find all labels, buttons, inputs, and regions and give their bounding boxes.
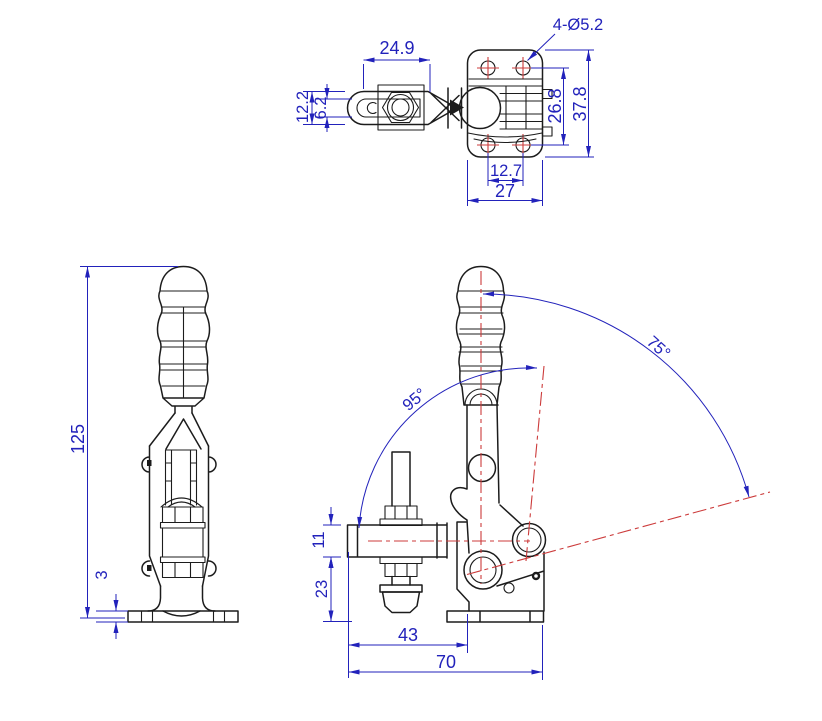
dim-hole-pitch-x: 12.7 xyxy=(487,153,524,186)
side-bracket-hole xyxy=(503,582,515,594)
side-centerlines xyxy=(368,271,771,584)
dim-overall-height: 125 xyxy=(68,266,178,619)
dim-label: 70 xyxy=(436,652,456,672)
dim-open-angle: 95° xyxy=(357,365,538,529)
dim-slot-width: 6.2 xyxy=(312,84,352,132)
side-base xyxy=(446,610,545,623)
front-fork xyxy=(148,412,210,450)
side-pivot-hole-lower xyxy=(469,556,497,584)
front-washer-upper xyxy=(159,521,206,529)
side-handle-outline xyxy=(455,265,506,406)
dim-label: 43 xyxy=(398,625,418,645)
front-pin-upper xyxy=(147,460,152,466)
top-spindle-boss xyxy=(458,86,502,130)
top-pin-upper xyxy=(541,88,553,100)
front-block xyxy=(161,527,204,558)
side-nut-lower xyxy=(384,562,418,578)
dim-label: 6.2 xyxy=(312,97,330,120)
front-inner-rails xyxy=(160,449,203,508)
side-bracket xyxy=(456,521,545,612)
dim-holes-note: 4-Ø5.2 xyxy=(527,16,603,61)
dim-label: 75° xyxy=(643,333,674,363)
front-frame xyxy=(141,445,217,587)
front-foot xyxy=(147,585,216,617)
front-hex-nut-upper xyxy=(161,506,204,524)
centerline-released-position xyxy=(466,491,771,576)
hole-centermarks xyxy=(477,57,534,156)
dim-base-thickness: 3 xyxy=(93,570,128,639)
side-bracket-ring-center xyxy=(534,574,538,578)
dim-label: 125 xyxy=(68,424,88,454)
top-linkage-lines xyxy=(467,78,543,144)
top-view-dimensions: 24.9 4-Ø5.2 12.2 6.2 26.8 37.8 xyxy=(294,16,603,206)
dim-base-depth: 37.8 xyxy=(545,49,594,158)
hex-nut xyxy=(381,91,420,124)
top-pin-lower xyxy=(541,126,553,137)
side-nut-upper xyxy=(384,505,418,520)
side-spindle xyxy=(379,451,423,614)
side-rubber-tip xyxy=(381,591,421,614)
front-view-dimensions: 125 3 xyxy=(68,266,178,639)
nut-circle-outer xyxy=(386,93,415,122)
dim-label: 3 xyxy=(93,570,111,579)
dim-reach: 43 xyxy=(348,552,468,678)
top-nut-plate xyxy=(377,84,425,131)
dim-bar-to-base: 23 xyxy=(313,556,352,622)
front-flange xyxy=(127,610,239,623)
dim-bar-height: 11 xyxy=(310,507,341,575)
dim-bar-width: 12.2 xyxy=(294,91,345,125)
front-handle-rings xyxy=(159,290,208,399)
dim-label: 11 xyxy=(310,531,328,548)
dim-label: 23 xyxy=(313,580,331,598)
dim-label: 4-Ø5.2 xyxy=(553,16,603,34)
top-handle-slot xyxy=(356,98,421,118)
dim-travel-angle: 75° xyxy=(482,291,750,498)
front-flange-plate xyxy=(127,610,239,623)
dim-label: 37.8 xyxy=(570,86,590,121)
front-hex-nut-lower xyxy=(161,561,204,579)
side-lever-hole xyxy=(467,453,497,483)
dim-hole-pitch-y: 26.8 xyxy=(531,67,569,146)
dim-base-width: 27 xyxy=(467,160,543,206)
side-lever xyxy=(449,404,524,554)
nut-plate-outline xyxy=(377,84,425,131)
dim-label: 26.8 xyxy=(545,88,565,123)
dim-label: 27 xyxy=(495,181,515,201)
centerline-open-position xyxy=(525,365,545,562)
dim-label: 95° xyxy=(399,385,430,415)
dim-label: 12.2 xyxy=(294,91,312,123)
front-washer-lower xyxy=(159,556,206,564)
dim-label: 12.7 xyxy=(490,162,522,180)
front-pin-lower xyxy=(147,565,152,571)
top-view xyxy=(346,49,553,158)
front-screw-stack xyxy=(159,506,206,579)
side-washer-lower xyxy=(379,556,423,565)
side-view xyxy=(346,265,771,623)
dim-label: 24.9 xyxy=(379,38,414,58)
side-tip-plate xyxy=(379,584,423,593)
nut-circle-inner xyxy=(391,98,410,117)
dim-base-length: 70 xyxy=(348,625,543,680)
top-jaw-tip xyxy=(450,99,464,116)
top-handle-bar xyxy=(346,87,463,129)
front-view xyxy=(127,265,239,623)
dim-bar-length: 24.9 xyxy=(363,38,431,92)
top-base-plate xyxy=(466,49,544,158)
side-pivot-boss-lower xyxy=(463,550,503,590)
